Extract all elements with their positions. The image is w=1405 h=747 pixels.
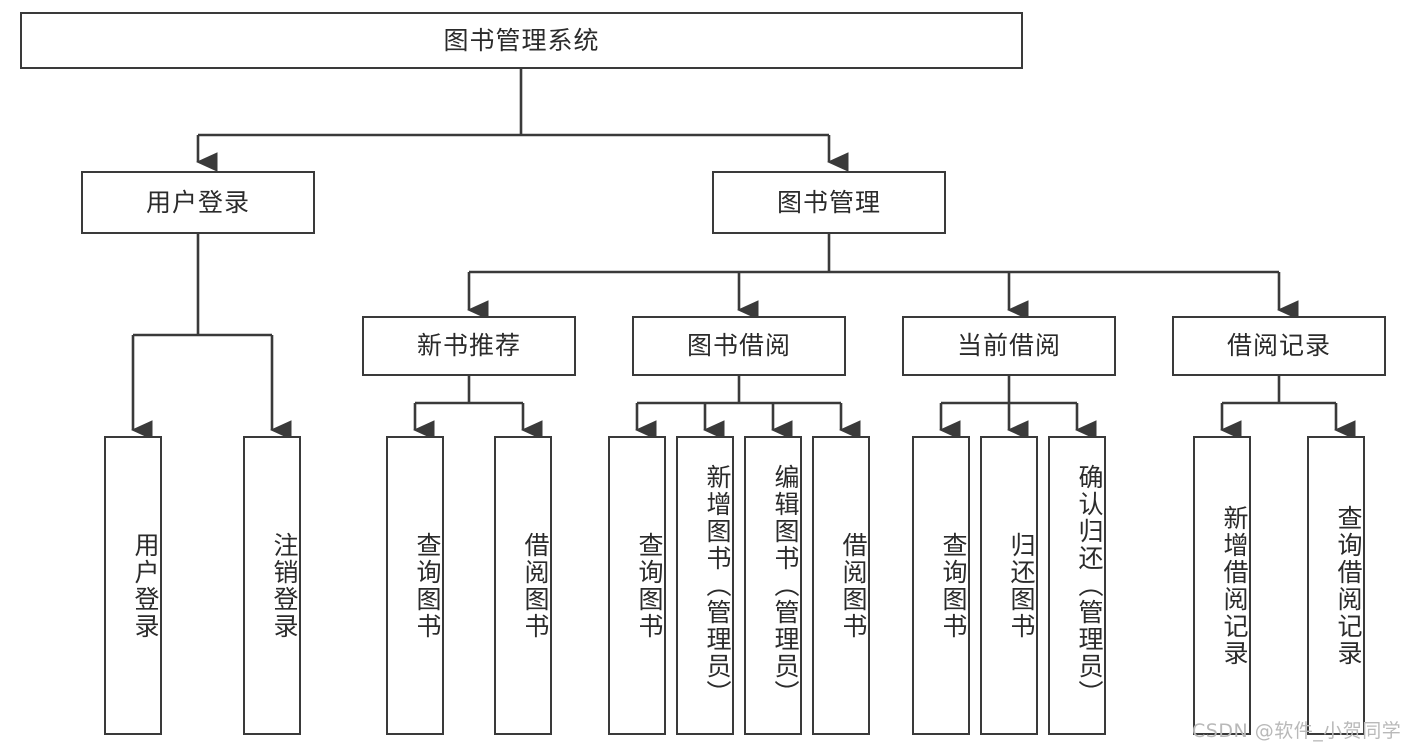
- leaf-borrow-edit-book-admin[interactable]: 编辑图书（管理员）: [744, 436, 802, 735]
- leaf-recommend-query-book[interactable]: 查询图书: [386, 436, 444, 735]
- node-new-book-recommendation[interactable]: 新书推荐: [362, 316, 576, 376]
- node-label: 查询借阅记录: [1334, 504, 1363, 667]
- node-book-management[interactable]: 图书管理: [712, 171, 946, 234]
- leaf-borrow-borrow-book[interactable]: 借阅图书: [812, 436, 870, 735]
- node-label: 当前借阅: [956, 331, 1061, 361]
- leaf-record-add-borrow-record[interactable]: 新增借阅记录: [1193, 436, 1251, 735]
- leaf-user-login-login[interactable]: 用户登录: [104, 436, 162, 735]
- node-label: 查询图书: [939, 531, 968, 640]
- node-label: 图书管理系统: [443, 25, 600, 55]
- leaf-current-return-book[interactable]: 归还图书: [980, 436, 1038, 735]
- node-label: 新增借阅记录: [1220, 504, 1249, 667]
- node-borrowing-records[interactable]: 借阅记录: [1172, 316, 1386, 376]
- node-label: 确认归还（管理员）: [1075, 464, 1104, 707]
- leaf-current-query-book[interactable]: 查询图书: [912, 436, 970, 735]
- node-label: 图书借阅: [686, 331, 791, 361]
- node-label: 用户登录: [131, 531, 160, 640]
- node-label: 借阅图书: [521, 531, 550, 640]
- watermark-text: CSDN @软件_小贺同学: [1192, 720, 1402, 742]
- node-label: 新增图书（管理员）: [703, 464, 732, 707]
- node-label: 查询图书: [635, 531, 664, 640]
- node-label: 查询图书: [413, 531, 442, 640]
- leaf-borrow-add-book-admin[interactable]: 新增图书（管理员）: [676, 436, 734, 735]
- node-root-book-management-system[interactable]: 图书管理系统: [20, 12, 1023, 69]
- node-label: 归还图书: [1007, 531, 1036, 640]
- node-label: 编辑图书（管理员）: [771, 464, 800, 707]
- node-current-borrowing[interactable]: 当前借阅: [902, 316, 1116, 376]
- node-label: 图书管理: [776, 187, 881, 217]
- node-label: 新书推荐: [416, 331, 521, 361]
- leaf-current-confirm-return-admin[interactable]: 确认归还（管理员）: [1048, 436, 1106, 735]
- node-book-borrowing[interactable]: 图书借阅: [632, 316, 846, 376]
- leaf-user-login-logout[interactable]: 注销登录: [243, 436, 301, 735]
- node-user-login[interactable]: 用户登录: [81, 171, 315, 234]
- leaf-record-query-borrow-record[interactable]: 查询借阅记录: [1307, 436, 1365, 735]
- node-label: 注销登录: [270, 531, 299, 640]
- node-label: 借阅图书: [839, 531, 868, 640]
- leaf-recommend-borrow-book[interactable]: 借阅图书: [494, 436, 552, 735]
- leaf-borrow-query-book[interactable]: 查询图书: [608, 436, 666, 735]
- node-label: 借阅记录: [1226, 331, 1331, 361]
- node-label: 用户登录: [145, 187, 250, 217]
